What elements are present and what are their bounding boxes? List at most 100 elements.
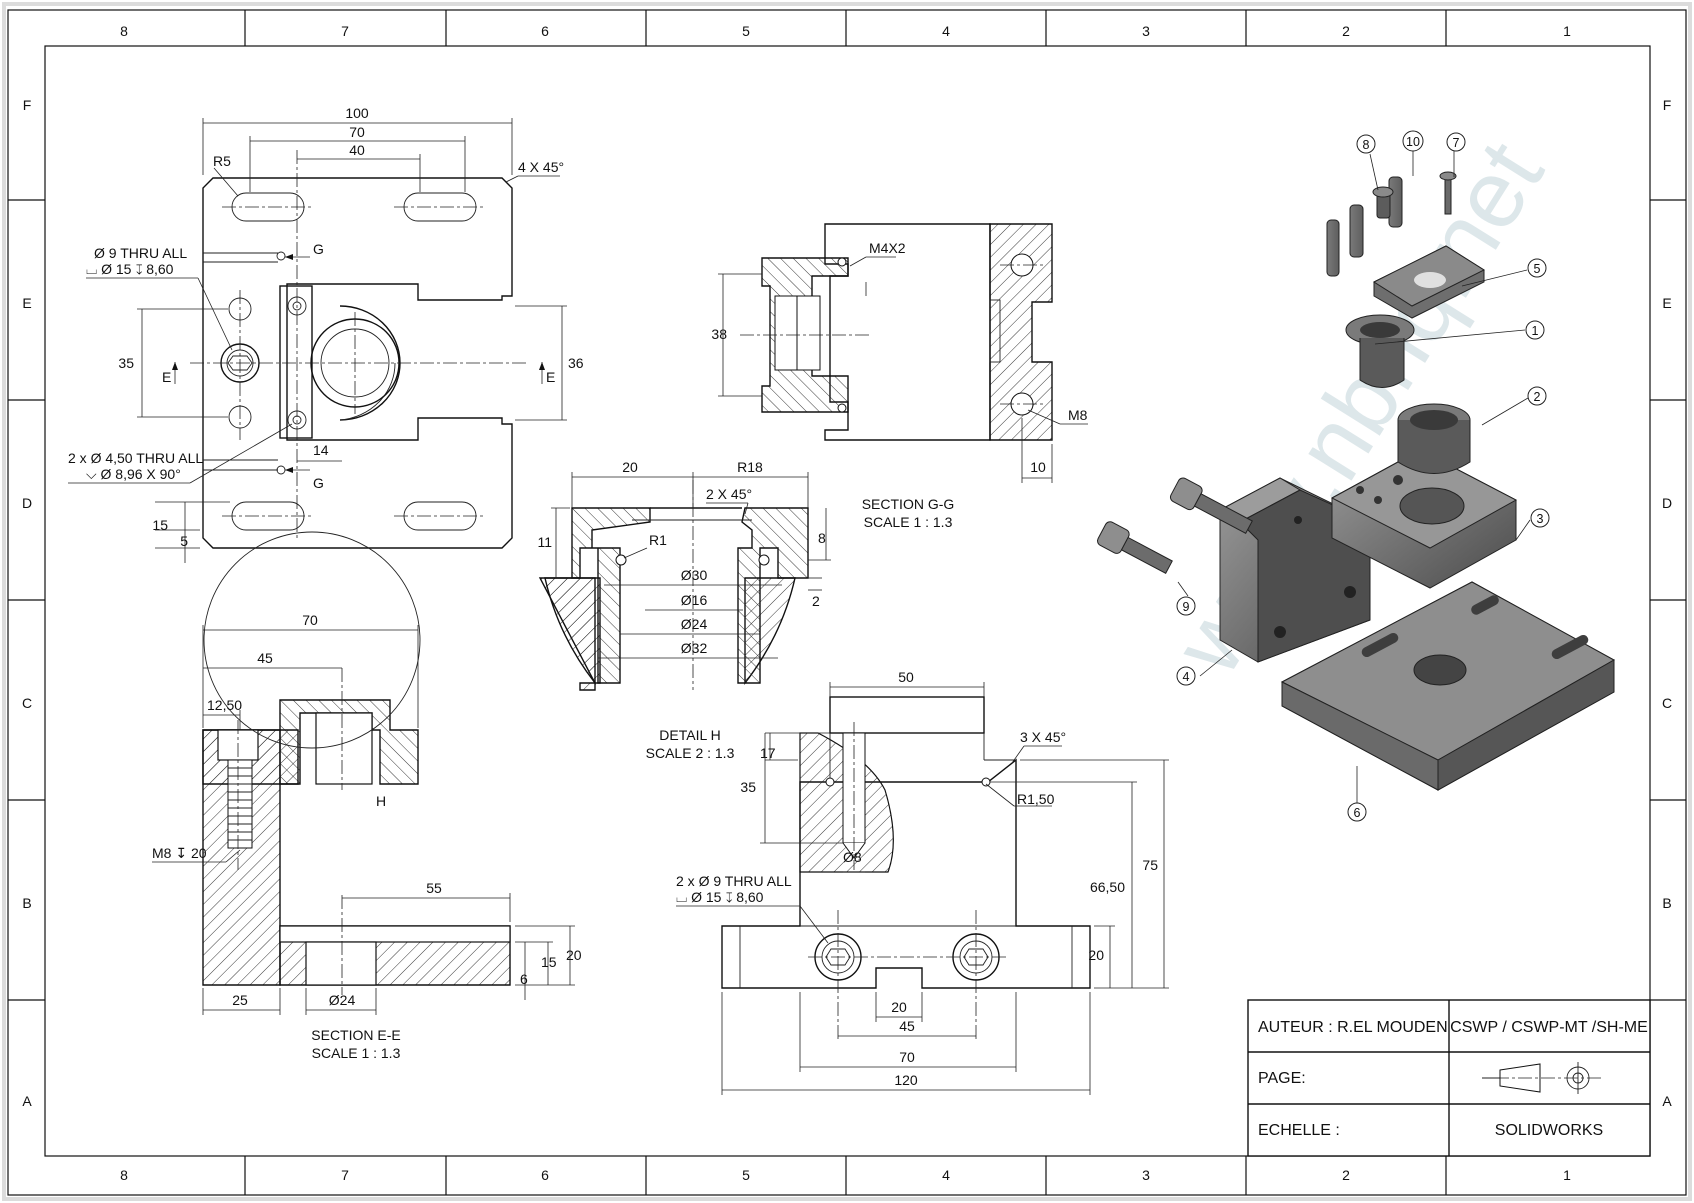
balloon-3: 3 <box>1530 508 1550 528</box>
dim-r1: R1 <box>649 532 667 548</box>
dim-front-17: 17 <box>760 745 776 761</box>
svg-text:5: 5 <box>1534 262 1541 276</box>
dim-14: 14 <box>313 442 329 458</box>
detail-h-title: DETAIL H <box>659 727 720 743</box>
zone-row-left: B <box>22 895 31 911</box>
zone-row-left: A <box>22 1093 32 1109</box>
title-author: AUTEUR : R.EL MOUDEN <box>1258 1019 1448 1036</box>
dim-2: 2 <box>812 593 820 609</box>
front-callout-b: ⌴ Ø 15 ↧ 8,60 <box>676 889 764 905</box>
callout-hole-a: Ø 9 THRU ALL <box>94 245 187 261</box>
balloon-2: 2 <box>1527 386 1547 406</box>
detail-h-scale: SCALE 2 : 1.3 <box>646 745 735 761</box>
svg-text:1: 1 <box>1532 324 1539 338</box>
dim-5: 5 <box>180 533 188 549</box>
dim-d30: Ø30 <box>681 567 708 583</box>
dim-m8: M8 <box>1068 407 1088 423</box>
isometric-exploded-view: 1 2 3 4 5 6 7 8 9 10 <box>1097 130 1616 822</box>
title-software: SOLIDWORKS <box>1495 1122 1603 1139</box>
dim-detail-20: 20 <box>622 459 638 475</box>
callout-csk-a: 2 x Ø 4,50 THRU ALL <box>68 450 203 466</box>
projection-symbol <box>1482 1062 1604 1094</box>
dim-ee-45: 45 <box>257 650 273 666</box>
zone-row-right: A <box>1662 1093 1672 1109</box>
svg-text:8: 8 <box>1363 138 1370 152</box>
dim-front-w20: 20 <box>891 999 907 1015</box>
zone-col-top: 6 <box>541 23 549 39</box>
title-scale: ECHELLE : <box>1258 1122 1340 1139</box>
title-block: AUTEUR : R.EL MOUDEN CSWP / CSWP-MT /SH-… <box>1247 999 1651 1157</box>
zone-row-right: F <box>1663 97 1672 113</box>
dim-r5: R5 <box>213 153 231 169</box>
dim-m4: M4X2 <box>869 240 906 256</box>
section-gg: 38 M4X2 M8 10 SECTION G-G SCALE 1 : 1.3 <box>711 223 1088 530</box>
svg-text:9: 9 <box>1183 600 1190 614</box>
zone-col-bottom: 7 <box>341 1167 349 1183</box>
dim-12-50: 12,50 <box>207 697 242 713</box>
dim-38: 38 <box>711 326 727 342</box>
dim-r18: R18 <box>737 459 763 475</box>
zone-row-left: F <box>23 97 32 113</box>
zone-row-right: B <box>1662 895 1671 911</box>
balloon-9: 9 <box>1176 596 1196 616</box>
dim-75: 75 <box>1142 857 1158 873</box>
title-cert: CSWP / CSWP-MT /SH-ME <box>1450 1019 1648 1036</box>
balloon-5: 5 <box>1527 258 1547 278</box>
balloon-8: 8 <box>1356 134 1376 154</box>
section-ee: 70 45 12,50 M8 ↧ 20 55 20 15 6 25 Ø24 H … <box>152 531 582 1061</box>
dim-ee-15: 15 <box>541 954 557 970</box>
dim-front-70: 70 <box>899 1049 915 1065</box>
svg-text:6: 6 <box>1354 806 1361 820</box>
dim-front-45: 45 <box>899 1018 915 1034</box>
dim-10: 10 <box>1030 459 1046 475</box>
zone-col-bottom: 6 <box>541 1167 549 1183</box>
zone-col-top: 8 <box>120 23 128 39</box>
zone-col-top: 3 <box>1142 23 1150 39</box>
zone-col-top: 4 <box>942 23 950 39</box>
zone-row-left: C <box>22 695 32 711</box>
dim-ee-d24: Ø24 <box>329 992 356 1008</box>
dim-d24: Ø24 <box>681 616 708 632</box>
zone-col-bottom: 3 <box>1142 1167 1150 1183</box>
dim-66-50: 66,50 <box>1090 879 1125 895</box>
callout-hole-b: ⌴ Ø 15 ↧ 8,60 <box>86 261 174 277</box>
dim-detail-chamfer: 2 X 45° <box>706 486 752 502</box>
dim-front-20: 20 <box>1088 947 1104 963</box>
section-ee-title: SECTION E-E <box>311 1027 400 1043</box>
zone-labels: 8 7 6 5 4 3 2 1 8 7 6 5 4 3 2 1 F E D C … <box>22 23 1672 1183</box>
dim-15: 15 <box>152 517 168 533</box>
zone-col-bottom: 8 <box>120 1167 128 1183</box>
cut-g-bottom: G <box>313 475 324 491</box>
balloon-7: 7 <box>1446 132 1466 152</box>
title-page: PAGE: <box>1258 1070 1306 1087</box>
section-ee-scale: SCALE 1 : 1.3 <box>312 1045 401 1061</box>
dim-r150: R1,50 <box>1017 791 1055 807</box>
dim-chamfer: 4 X 45° <box>518 159 564 175</box>
svg-text:7: 7 <box>1453 136 1460 150</box>
dim-100: 100 <box>345 105 369 121</box>
cut-e-right: E <box>546 369 555 385</box>
svg-text:4: 4 <box>1183 670 1190 684</box>
dim-d16: Ø16 <box>681 592 708 608</box>
dim-front-35: 35 <box>740 779 756 795</box>
zone-col-top: 5 <box>742 23 750 39</box>
front-view: 50 3 X 45° 17 35 R1,50 Ø8 75 66,50 20 20… <box>676 669 1169 1095</box>
svg-text:10: 10 <box>1406 135 1420 149</box>
svg-text:3: 3 <box>1537 512 1544 526</box>
dim-ee-20: 20 <box>566 947 582 963</box>
balloon-1: 1 <box>1525 320 1545 340</box>
dim-d32: Ø32 <box>681 640 708 656</box>
callout-csk-b: ⌵ Ø 8,96 X 90° <box>86 466 181 482</box>
zone-col-bottom: 1 <box>1563 1167 1571 1183</box>
detail-h: 20 R18 2 X 45° R1 11 8 2 Ø30 Ø16 Ø24 Ø32… <box>537 459 831 761</box>
balloon-10: 10 <box>1402 130 1424 152</box>
zone-col-top: 7 <box>341 23 349 39</box>
section-gg-title: SECTION G-G <box>862 496 955 512</box>
balloon-4: 4 <box>1176 666 1196 686</box>
dim-front-chamfer: 3 X 45° <box>1020 729 1066 745</box>
zone-row-right: C <box>1662 695 1672 711</box>
dim-35: 35 <box>118 355 134 371</box>
zone-col-top: 1 <box>1563 23 1571 39</box>
detail-h-marker: H <box>376 793 386 809</box>
